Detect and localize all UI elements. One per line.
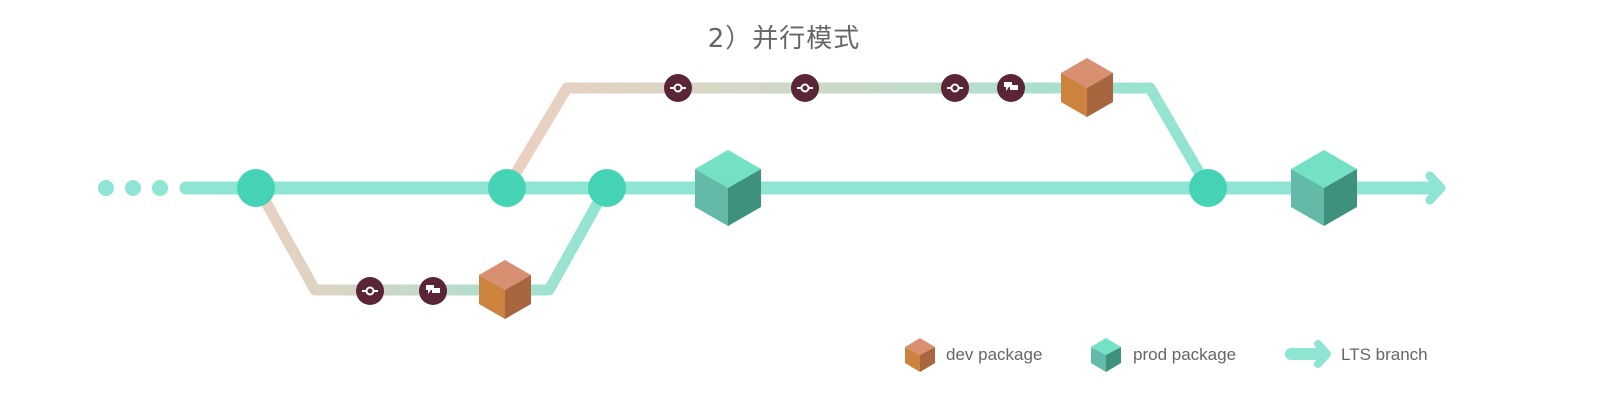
teal-cube-icon: [695, 150, 761, 226]
branch-node: [488, 169, 526, 207]
chat-icon: [419, 277, 447, 305]
arrow-icon: [1285, 340, 1331, 368]
lts-arrow-head: [1425, 171, 1446, 205]
branch-node: [588, 169, 626, 207]
branch-node: [237, 169, 275, 207]
commit-icon: [941, 74, 969, 102]
diagram-title: 2）并行模式: [707, 24, 861, 54]
feature-branch-top: [508, 82, 1213, 192]
orange-cube-icon: [905, 338, 935, 372]
lead-dot: [125, 180, 141, 196]
teal-cube-icon: [1291, 150, 1357, 226]
orange-cube-icon: [1061, 58, 1113, 117]
branch-node: [1189, 169, 1227, 207]
lead-dot: [98, 180, 114, 196]
feature-branch-bottom: [252, 182, 612, 296]
legend-lts-label: LTS branch: [1341, 345, 1428, 364]
orange-cube-icon: [479, 260, 531, 319]
chat-icon: [997, 74, 1025, 102]
commit-icon: [664, 74, 692, 102]
legend-prod-label: prod package: [1133, 345, 1236, 364]
commit-icon: [356, 277, 384, 305]
commit-icon: [791, 74, 819, 102]
lead-dot: [152, 180, 168, 196]
teal-cube-icon: [1091, 338, 1121, 372]
legend: dev package prod package LTS branch: [905, 338, 1428, 372]
legend-dev-label: dev package: [946, 345, 1042, 364]
